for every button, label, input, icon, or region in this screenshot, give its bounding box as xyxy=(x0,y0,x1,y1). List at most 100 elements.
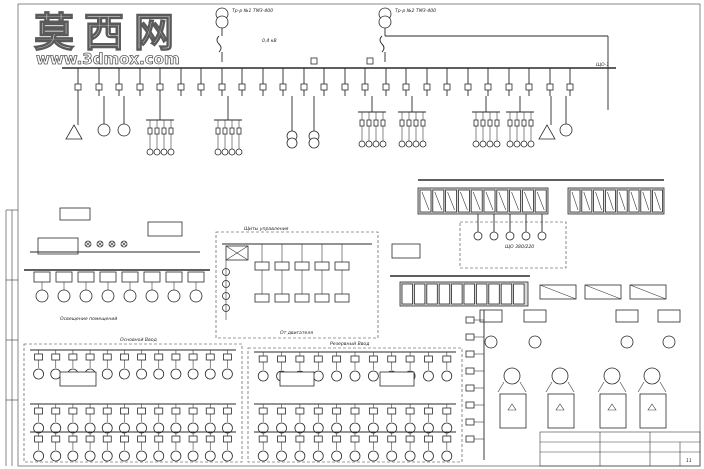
lighting-breaker xyxy=(121,271,139,283)
center-block-content xyxy=(222,243,372,320)
motor-icon xyxy=(551,367,569,385)
load-icon xyxy=(101,368,113,380)
center-device xyxy=(254,293,270,303)
feeder-breaker xyxy=(258,435,268,443)
feeder-breaker xyxy=(405,407,415,415)
load-icon xyxy=(153,422,165,434)
load-icon xyxy=(136,450,147,462)
column-breaker xyxy=(465,333,475,341)
aux-transformers xyxy=(286,96,320,149)
center-device xyxy=(274,261,290,271)
right-devices xyxy=(538,96,573,140)
feeder-breaker xyxy=(223,353,232,361)
load-icon xyxy=(187,422,199,434)
feeder-breaker xyxy=(566,83,574,91)
feeder-breaker xyxy=(382,83,390,91)
feeder-breaker xyxy=(51,435,61,443)
watermark-url: www.3dmox.com xyxy=(36,50,180,68)
lighting-breaker xyxy=(187,271,205,283)
load-icon xyxy=(119,422,130,434)
feeder-breaker xyxy=(137,353,146,361)
motor-icon xyxy=(662,335,676,349)
feeder-breaker xyxy=(361,83,369,91)
load-icon xyxy=(84,422,96,434)
motor-groups xyxy=(146,96,535,156)
light-load xyxy=(167,289,181,303)
light-load xyxy=(101,289,115,303)
motor-icon xyxy=(484,335,498,349)
motor-icon xyxy=(528,335,542,349)
lighting-breaker xyxy=(77,271,95,283)
load-icon xyxy=(204,368,216,380)
feeder-breaker xyxy=(332,355,342,363)
feeder-breaker xyxy=(120,435,129,443)
load-icon xyxy=(101,422,113,434)
feeder-breaker xyxy=(387,435,397,443)
bottom-left-caption: Основной Ввод xyxy=(120,337,157,343)
panel-device xyxy=(521,231,531,241)
feeder-breaker xyxy=(136,83,144,91)
load-icon xyxy=(153,450,165,462)
bottom-mid-cabinet xyxy=(247,347,463,463)
motor-symbol xyxy=(520,140,528,148)
motor-symbol xyxy=(398,140,406,148)
feeder-breaker xyxy=(424,407,433,415)
load-icon xyxy=(423,370,434,382)
load-icon xyxy=(170,368,182,380)
load-icon xyxy=(170,422,182,434)
load-icon xyxy=(367,422,379,434)
panel-device xyxy=(473,231,483,241)
feeder-breaker xyxy=(313,407,323,415)
panel-device xyxy=(537,231,547,241)
feeder-breaker xyxy=(95,83,103,91)
feeder-breaker xyxy=(218,83,226,91)
feeder-breaker xyxy=(277,435,286,443)
feeder-breaker xyxy=(368,435,378,443)
feeder-breaker xyxy=(277,355,286,363)
feeder-breaker xyxy=(177,83,185,91)
feeder-breaker xyxy=(258,355,268,363)
drive-cabinet xyxy=(547,393,575,429)
motor-symbol xyxy=(228,148,236,156)
dispatch-cell xyxy=(426,283,438,305)
lower-left-caption: Освещение помещений xyxy=(60,316,117,322)
load-icon xyxy=(294,450,306,462)
feeder-breaker xyxy=(405,355,415,363)
transformer-2-label: Тр-р №2 ТМЗ-400 xyxy=(395,8,436,14)
right-panel-caption: ЩО 380/220 xyxy=(505,244,534,250)
left-lighting-group xyxy=(24,207,210,271)
feeder-breaker xyxy=(277,407,286,415)
center-device xyxy=(334,293,350,303)
column-breaker xyxy=(465,350,475,358)
feeder-breaker xyxy=(387,355,397,363)
motor-symbol xyxy=(221,148,229,156)
load-icon xyxy=(204,422,216,434)
load-icon xyxy=(312,422,324,434)
motor-symbol xyxy=(160,148,168,156)
feeder-breaker xyxy=(205,407,215,415)
load-icon xyxy=(222,368,233,380)
dispatch-cell xyxy=(413,283,426,305)
input-switch-box xyxy=(379,371,415,387)
load-icon xyxy=(404,422,416,434)
feeder-breaker xyxy=(223,435,232,443)
load-icon xyxy=(331,450,343,462)
light-load xyxy=(189,289,203,303)
dispatch-cells xyxy=(401,283,525,305)
load-icon xyxy=(423,422,434,434)
feeder-breaker xyxy=(205,435,215,443)
light-load xyxy=(35,289,49,303)
motor-icon xyxy=(503,367,521,385)
right-panel-devices xyxy=(473,214,547,241)
feeder-breaker xyxy=(259,83,267,91)
feeder-breaker xyxy=(442,407,452,415)
feeder-breaker xyxy=(313,435,323,443)
load-icon xyxy=(441,422,453,434)
feeder-breaker xyxy=(313,355,323,363)
feeder-breaker xyxy=(115,83,123,91)
center-dashed-block xyxy=(215,231,379,339)
center-device xyxy=(314,261,330,271)
load-icon xyxy=(187,368,199,380)
motor-symbol xyxy=(153,148,161,156)
feeder-breaker xyxy=(320,83,328,91)
